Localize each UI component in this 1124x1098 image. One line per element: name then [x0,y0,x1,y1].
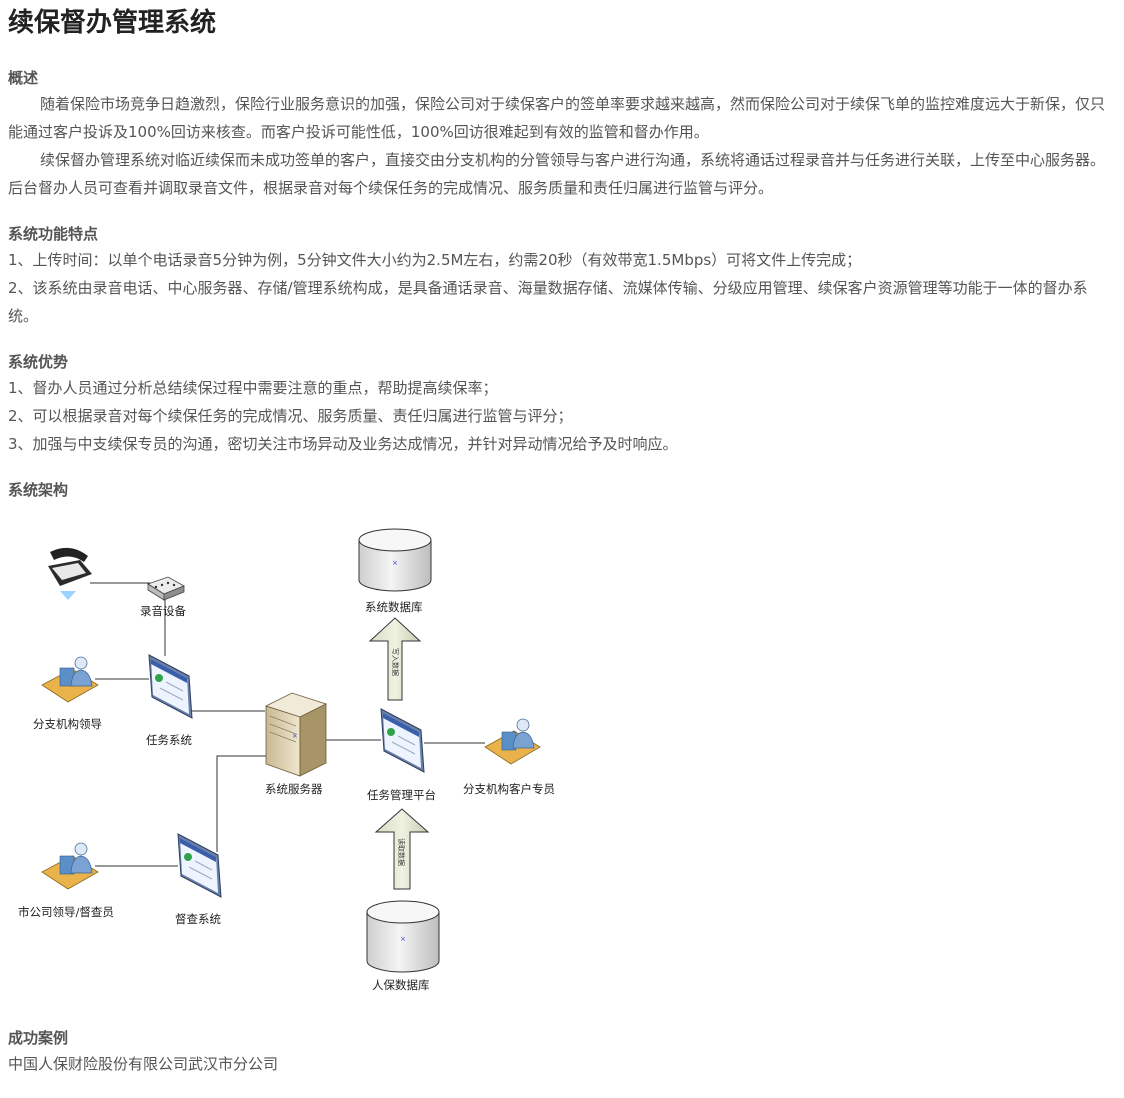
system-server-icon: × [264,692,328,777]
cases-heading: 成功案例 [8,1029,69,1047]
task-platform-monitor-icon [380,708,425,773]
inspection-system-monitor-icon [177,833,222,898]
recording-device-label: 录音设备 [140,604,186,618]
write-data-label: 写入数据 [391,648,400,676]
task-system-monitor-icon [148,654,193,719]
page-title: 续保督办管理系统 [8,8,217,38]
system-database-label: 系统数据库 [365,600,423,614]
read-data-label: 读取数据 [397,838,406,866]
feature-item-1: 1、上传时间：以单个电话录音5分钟为例，5分钟文件大小约为2.5M左右，约需20… [8,251,862,269]
connection-lines [90,582,485,867]
branch-leader-label: 分支机构领导 [33,717,102,731]
task-system-label: 任务系统 [146,733,192,747]
feature-item-2: 2、该系统由录音电话、中心服务器、存储/管理系统构成，是具备通话录音、海量数据存… [8,279,1088,325]
advantage-item-3: 3、加强与中支续保专员的沟通，密切关注市场异动及业务达成情况，并针对异动情况给予… [8,435,678,453]
svg-text:×: × [392,559,398,567]
advantages-heading: 系统优势 [8,353,69,371]
system-database-icon: × [358,528,432,592]
overview-heading: 概述 [8,69,39,87]
task-platform-label: 任务管理平台 [367,788,436,802]
svg-text:×: × [292,732,298,740]
advantage-item-1: 1、督办人员通过分析总结续保过程中需要注意的重点，帮助提高续保率； [8,379,498,397]
inspection-system-label: 督查系统 [175,912,221,926]
advantage-item-2: 2、可以根据录音对每个续保任务的完成情况、服务质量、责任归属进行监管与评分； [8,407,573,425]
write-arrow-icon [368,617,422,701]
branch-leader-person-icon [41,656,99,703]
branch-specialist-label: 分支机构客户专员 [463,782,555,796]
city-leader-label: 市公司领导/督查员 [18,905,114,919]
overview-paragraph-1: 随着保险市场竞争日趋激烈，保险行业服务意识的加强，保险公司对于续保客户的签单率要… [8,95,1106,141]
picc-database-label: 人保数据库 [372,978,430,992]
phone-icon [48,547,92,600]
read-arrow-icon [374,808,430,890]
architecture-diagram: 录音设备 × 系统数据库 写入数据 读取数据 分支机构领导 任务系统 [18,528,555,992]
branch-specialist-person-icon [484,718,541,765]
picc-database-icon: × [366,900,440,973]
city-leader-person-icon [41,842,99,890]
features-heading: 系统功能特点 [8,225,99,243]
svg-text:×: × [400,935,406,943]
architecture-heading: 系统架构 [8,481,69,499]
recording-device-icon [147,576,185,601]
system-server-label: 系统服务器 [265,782,323,796]
overview-paragraph-2: 续保督办管理系统对临近续保而未成功签单的客户，直接交由分支机构的分管领导与客户进… [8,151,1106,197]
case-item-1: 中国人保财险股份有限公司武汉市分公司 [8,1055,279,1073]
